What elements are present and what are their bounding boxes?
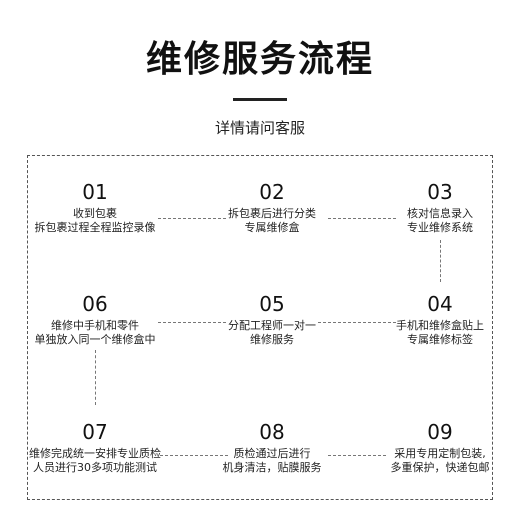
step-number: 04 [427,292,453,316]
title-underline [233,98,287,101]
step-05: 05 分配工程师一对一 维修服务 [187,292,357,347]
connector-08-09 [328,455,386,456]
step-01: 01 收到包裹 拆包裹过程全程监控录像 [10,180,180,235]
step-06: 06 维修中手机和零件 单独放入同一个维修盒中 [10,292,180,347]
step-text-line1: 维修中手机和零件 [51,319,139,332]
step-text-line2: 单独放入同一个维修盒中 [34,333,156,346]
step-text-line1: 质检通过后进行 [233,447,311,460]
step-text-line2: 专属维修盒 [244,221,300,234]
connector-07-08 [160,455,228,456]
step-text-line2: 专属维修标签 [407,333,473,346]
step-07: 07 维修完成统一安排专业质检 人员进行30多项功能测试 [10,420,180,475]
connector-06-07 [95,350,96,405]
step-text-line1: 拆包裹后进行分类 [228,207,316,220]
step-02: 02 拆包裹后进行分类 专属维修盒 [187,180,357,235]
step-text-line2: 人员进行30多项功能测试 [33,461,157,474]
step-03: 03 核对信息录入 专业维修系统 [355,180,520,235]
step-text-line2: 机身清洁，贴膜服务 [222,461,322,474]
connector-04-05 [318,322,396,323]
step-number: 02 [259,180,285,204]
connector-02-03 [328,218,396,219]
step-text-line1: 收到包裹 [73,207,117,220]
step-number: 01 [82,180,108,204]
step-09: 09 采用专用定制包装, 多重保护，快递包邮 [355,420,520,475]
step-number: 09 [427,420,453,444]
step-text-line1: 分配工程师一对一 [228,319,316,332]
step-text-line2: 拆包裹过程全程监控录像 [34,221,156,234]
page-title: 维修服务流程 [145,39,374,80]
step-text-line1: 手机和维修盒贴上 [396,319,484,332]
connector-03-04 [440,240,441,282]
process-frame [27,155,493,500]
step-text-line1: 采用专用定制包装, [394,447,486,460]
step-number: 07 [82,420,108,444]
step-text-line2: 维修服务 [250,333,294,346]
connector-01-02 [158,218,226,219]
page-subtitle: 详情请问客服 [214,119,305,137]
step-08: 08 质检通过后进行 机身清洁，贴膜服务 [187,420,357,475]
step-04: 04 手机和维修盒贴上 专属维修标签 [355,292,520,347]
step-number: 05 [259,292,285,316]
step-text-line2: 多重保护，快递包邮 [390,461,490,474]
step-number: 06 [82,292,108,316]
step-text-line2: 专业维修系统 [407,221,473,234]
connector-05-06 [158,322,226,323]
step-number: 08 [259,420,285,444]
step-number: 03 [427,180,453,204]
step-text-line1: 维修完成统一安排专业质检 [29,447,161,460]
step-text-line1: 核对信息录入 [407,207,473,220]
